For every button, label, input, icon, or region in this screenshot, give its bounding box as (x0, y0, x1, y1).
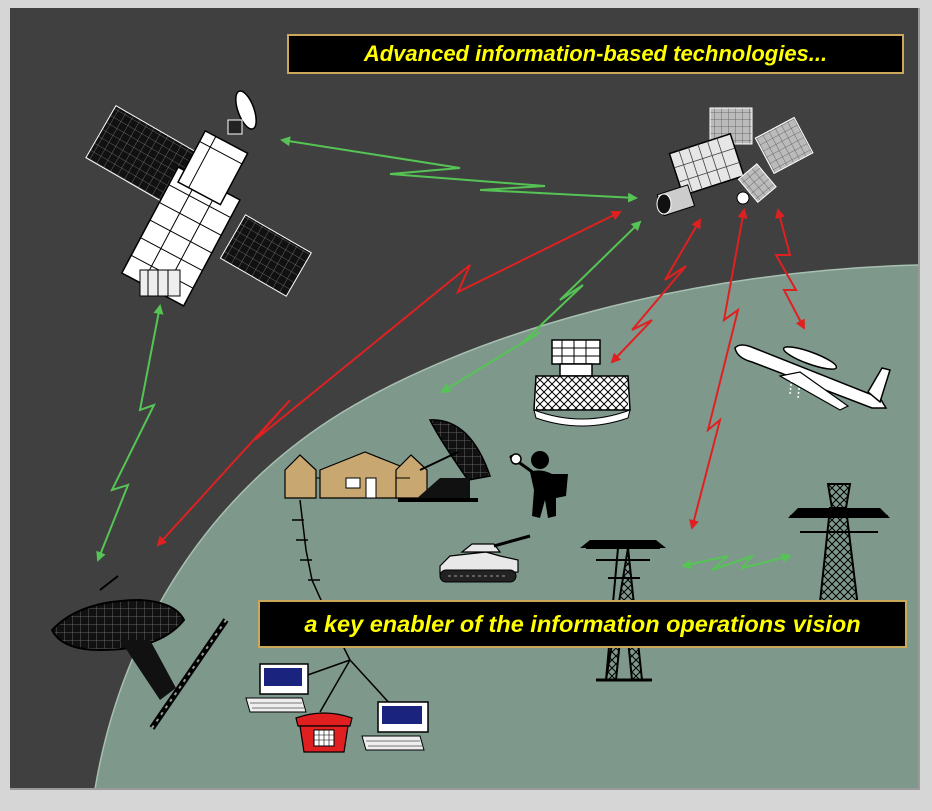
headline-banner: Advanced information-based technologies.… (287, 34, 904, 74)
caption-banner: a key enabler of the information operati… (258, 600, 907, 648)
orbital-satellite-icon (656, 107, 814, 217)
command-building-icon (284, 451, 428, 499)
satellite-dish-icon (398, 419, 491, 502)
awacs-aircraft-icon (734, 344, 891, 411)
soldier-icon (509, 451, 568, 518)
green-link (681, 553, 792, 571)
green-link (96, 304, 164, 562)
headline-text: Advanced information-based technologies.… (363, 41, 828, 66)
green-link (280, 136, 638, 203)
computer-terminal-icon (361, 701, 429, 751)
ground-radar-icon (533, 339, 631, 427)
red-link (610, 218, 702, 364)
red-link (774, 208, 805, 330)
link-lines (96, 136, 805, 571)
green-link (440, 220, 642, 394)
computer-terminal-icon (245, 663, 309, 713)
communications-satellite-icon (85, 90, 312, 307)
tank-icon (439, 534, 531, 583)
caption-text: a key enabler of the information operati… (304, 610, 861, 637)
telephone-icon (295, 712, 353, 753)
power-pylon-icon (580, 540, 666, 682)
red-link (689, 208, 748, 530)
large-dish-antenna-icon (50, 575, 229, 730)
